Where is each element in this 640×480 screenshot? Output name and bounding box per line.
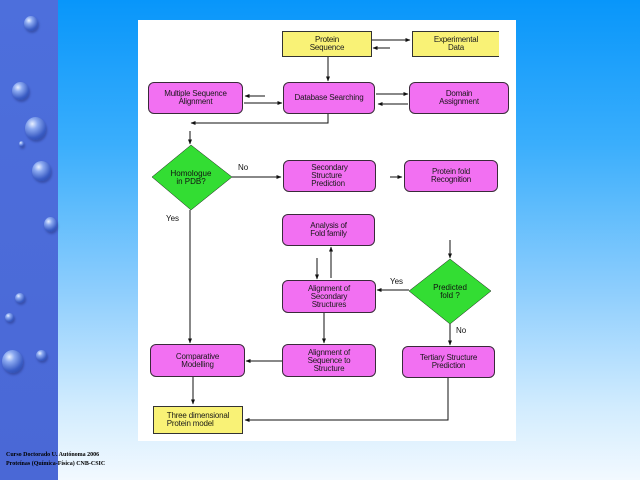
node-experimental-data: Experimental Data <box>412 31 499 57</box>
node-label: Alignment of Sequence to Structure <box>307 347 351 373</box>
node-protein-fold-recognition: Protein fold Recognition <box>404 160 498 192</box>
node-secondary-structure-prediction: Secondary Structure Prediction <box>283 160 376 192</box>
water-drop-decoration <box>2 350 23 373</box>
node-label: Database Searching <box>294 93 364 102</box>
footer-line-1: Curso Doctorado U. Autónoma 2006 <box>6 452 100 458</box>
edge-label-homologue-yes: Yes <box>166 214 180 223</box>
edge-label-predicted-no: No <box>456 326 467 335</box>
node-label: Analysis of Fold family <box>310 221 347 238</box>
footer-line-2: Proteínas (Química-Física) CNB-CSIC <box>6 461 106 467</box>
node-comparative-modelling: Comparative Modelling <box>150 344 245 377</box>
water-drop-decoration <box>25 117 46 140</box>
edge-tertiary-to-model <box>246 377 449 421</box>
node-label: Multiple Sequence Alignment <box>164 89 227 106</box>
edge-label-homologue-no: No <box>238 163 249 172</box>
node-tertiary-structure-prediction: Tertiary Structure Prediction <box>402 346 495 378</box>
edge-db-to-homologue <box>192 114 329 124</box>
node-alignment-of-sequence-to-structure: Alignment of Sequence to Structure <box>282 344 376 377</box>
decision-label-homologue: Homologue in PDB? <box>170 169 212 186</box>
node-multiple-sequence-alignment: Multiple Sequence Alignment <box>148 82 243 114</box>
decision-homologue-in-pdb <box>151 144 233 211</box>
slide-footer: Curso Doctorado U. Autónoma 2006 Proteín… <box>6 451 105 469</box>
node-domain-assignment: Domain Assignment <box>409 82 509 114</box>
water-drop-decoration <box>32 161 51 181</box>
node-database-searching: Database Searching <box>283 82 375 114</box>
node-label: Alignment of Secondary Structures <box>307 283 351 309</box>
node-alignment-of-secondary-structures: Alignment of Secondary Structures <box>282 280 376 313</box>
node-protein-sequence: Protein Sequence <box>282 31 372 57</box>
node-label: Three dimensional Protein model <box>166 411 230 428</box>
water-drop-decoration <box>12 82 29 100</box>
node-label: Tertiary Structure Prediction <box>419 353 478 370</box>
water-drop-decoration <box>19 141 24 147</box>
node-label: Secondary Structure Prediction <box>311 163 348 188</box>
left-decorative-strip <box>0 0 58 480</box>
node-label: Comparative Modelling <box>175 351 220 369</box>
node-label: Protein Sequence <box>309 35 345 52</box>
decision-label-predicted-fold: Predicted fold ? <box>433 283 467 300</box>
decision-predicted-fold <box>408 258 492 325</box>
water-drop-decoration <box>24 16 38 31</box>
water-drop-decoration <box>15 293 25 303</box>
water-drop-decoration <box>44 217 57 232</box>
node-label: Experimental Data <box>433 35 479 52</box>
node-label: Domain Assignment <box>439 89 479 106</box>
node-label: Protein fold Recognition <box>430 167 472 184</box>
edge-label-predicted-yes: Yes <box>390 277 404 286</box>
water-drop-decoration <box>5 313 14 322</box>
water-drop-decoration <box>36 350 47 361</box>
node-three-dimensional-protein-model: Three dimensional Protein model <box>153 406 243 434</box>
node-analysis-of-fold-family: Analysis of Fold family <box>282 214 375 246</box>
